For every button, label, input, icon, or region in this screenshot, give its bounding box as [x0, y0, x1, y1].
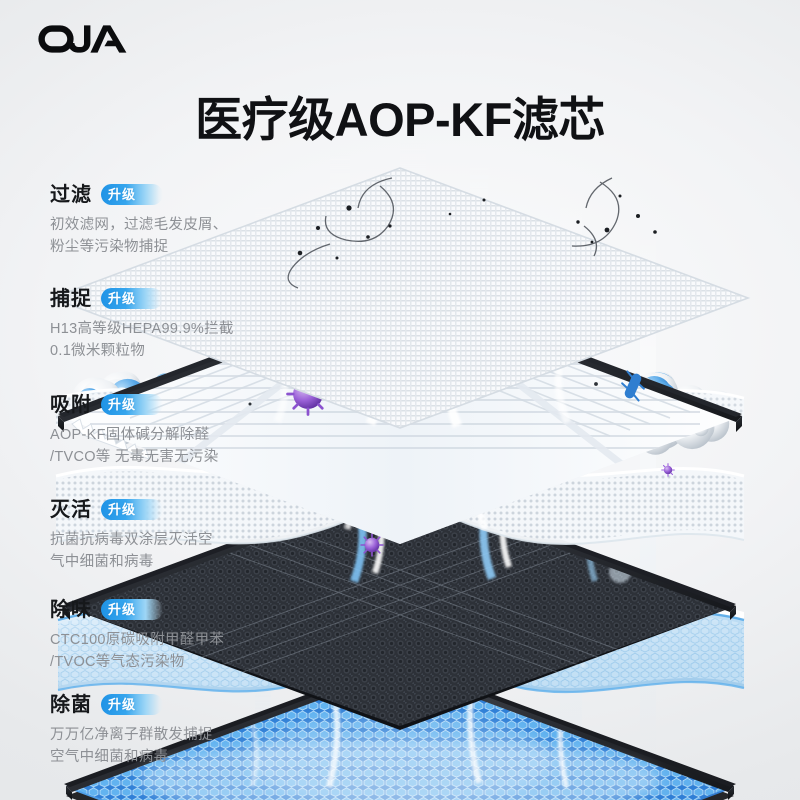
dust-particles [297, 194, 657, 260]
feature-description-line: 抗菌抗病毒双涂层灭活空 [50, 532, 213, 548]
upgrade-badge: 升级 [101, 288, 163, 309]
feature-description-line: H13高等级HEPA99.9%拦截 [50, 321, 234, 337]
upgrade-badge: 升级 [101, 694, 163, 715]
brand-logo [36, 20, 132, 64]
feature-description: 初效滤网，过滤毛发皮屑、 粉尘等污染物捕捉 [50, 214, 300, 259]
feature-heading: 除味 升级 [50, 597, 300, 622]
feature-heading: 吸附 升级 [50, 392, 300, 417]
feature-description-line: 粉尘等污染物捕捉 [50, 239, 169, 256]
feature-heading: 捕捉 升级 [50, 286, 300, 311]
feature-title: 过滤 [50, 183, 92, 206]
feature-description-line: 气中细菌和病毒 [50, 554, 154, 571]
feature-description-line: 0.1微米颗粒物 [50, 343, 146, 360]
feature-description-line: /TVOC等气态污染物 [50, 654, 185, 671]
feature-title: 灭活 [50, 498, 92, 521]
feature-description-line: CTC100原碳吸附甲醛甲苯 [50, 632, 225, 648]
feature-title: 除味 [50, 598, 92, 621]
upgrade-badge-label: 升级 [108, 291, 137, 306]
upgrade-badge-label: 升级 [108, 697, 137, 712]
feature-description: H13高等级HEPA99.9%拦截 0.1微米颗粒物 [50, 318, 300, 363]
upgrade-badge: 升级 [101, 599, 163, 620]
upgrade-badge: 升级 [101, 499, 163, 520]
page-title: 医疗级AOP-KF滤芯 [195, 93, 605, 146]
feature-description-line: 万万亿净离子群散发捕捉 [50, 727, 213, 743]
feature-title: 捕捉 [50, 287, 92, 310]
upgrade-badge-label: 升级 [108, 397, 137, 412]
feature-block-filtration: 过滤 升级 初效滤网，过滤毛发皮屑、 粉尘等污染物捕捉 [50, 182, 300, 259]
feature-description-line: 初效滤网，过滤毛发皮屑、 [50, 217, 228, 233]
feature-description-line: /TVCO等 无毒无害无污染 [50, 449, 219, 466]
upgrade-badge: 升级 [101, 184, 163, 205]
feature-heading: 过滤 升级 [50, 182, 300, 207]
feature-block-capture: 捕捉 升级 H13高等级HEPA99.9%拦截 0.1微米颗粒物 [50, 286, 300, 363]
virus-particle [661, 463, 675, 477]
feature-heading: 灭活 升级 [50, 497, 300, 522]
feature-description: 万万亿净离子群散发捕捉 空气中细菌和病毒 [50, 724, 300, 769]
feature-block-adsorption: 吸附 升级 AOP-KF固体碱分解除醛 /TVCO等 无毒无害无污染 [50, 392, 300, 469]
feature-heading: 除菌 升级 [50, 692, 300, 717]
feature-title: 除菌 [50, 693, 92, 716]
feature-block-sterilization: 除菌 升级 万万亿净离子群散发捕捉 空气中细菌和病毒 [50, 692, 300, 769]
feature-block-inactivation: 灭活 升级 抗菌抗病毒双涂层灭活空 气中细菌和病毒 [50, 497, 300, 574]
upgrade-badge-label: 升级 [108, 602, 137, 617]
feature-description: AOP-KF固体碱分解除醛 /TVCO等 无毒无害无污染 [50, 424, 300, 469]
feature-description: 抗菌抗病毒双涂层灭活空 气中细菌和病毒 [50, 529, 300, 574]
upgrade-badge-label: 升级 [108, 502, 137, 517]
bacteria-particle [621, 370, 645, 402]
feature-description-line: AOP-KF固体碱分解除醛 [50, 427, 210, 443]
feature-block-deodorization: 除味 升级 CTC100原碳吸附甲醛甲苯 /TVOC等气态污染物 [50, 597, 300, 674]
hair-debris [287, 177, 620, 289]
feature-title: 吸附 [50, 393, 92, 416]
virus-particle [360, 533, 384, 557]
upgrade-badge-label: 升级 [108, 187, 137, 202]
feature-description: CTC100原碳吸附甲醛甲苯 /TVOC等气态污染物 [50, 629, 300, 674]
upgrade-badge: 升级 [101, 394, 163, 415]
feature-description-line: 空气中细菌和病毒 [50, 749, 169, 766]
